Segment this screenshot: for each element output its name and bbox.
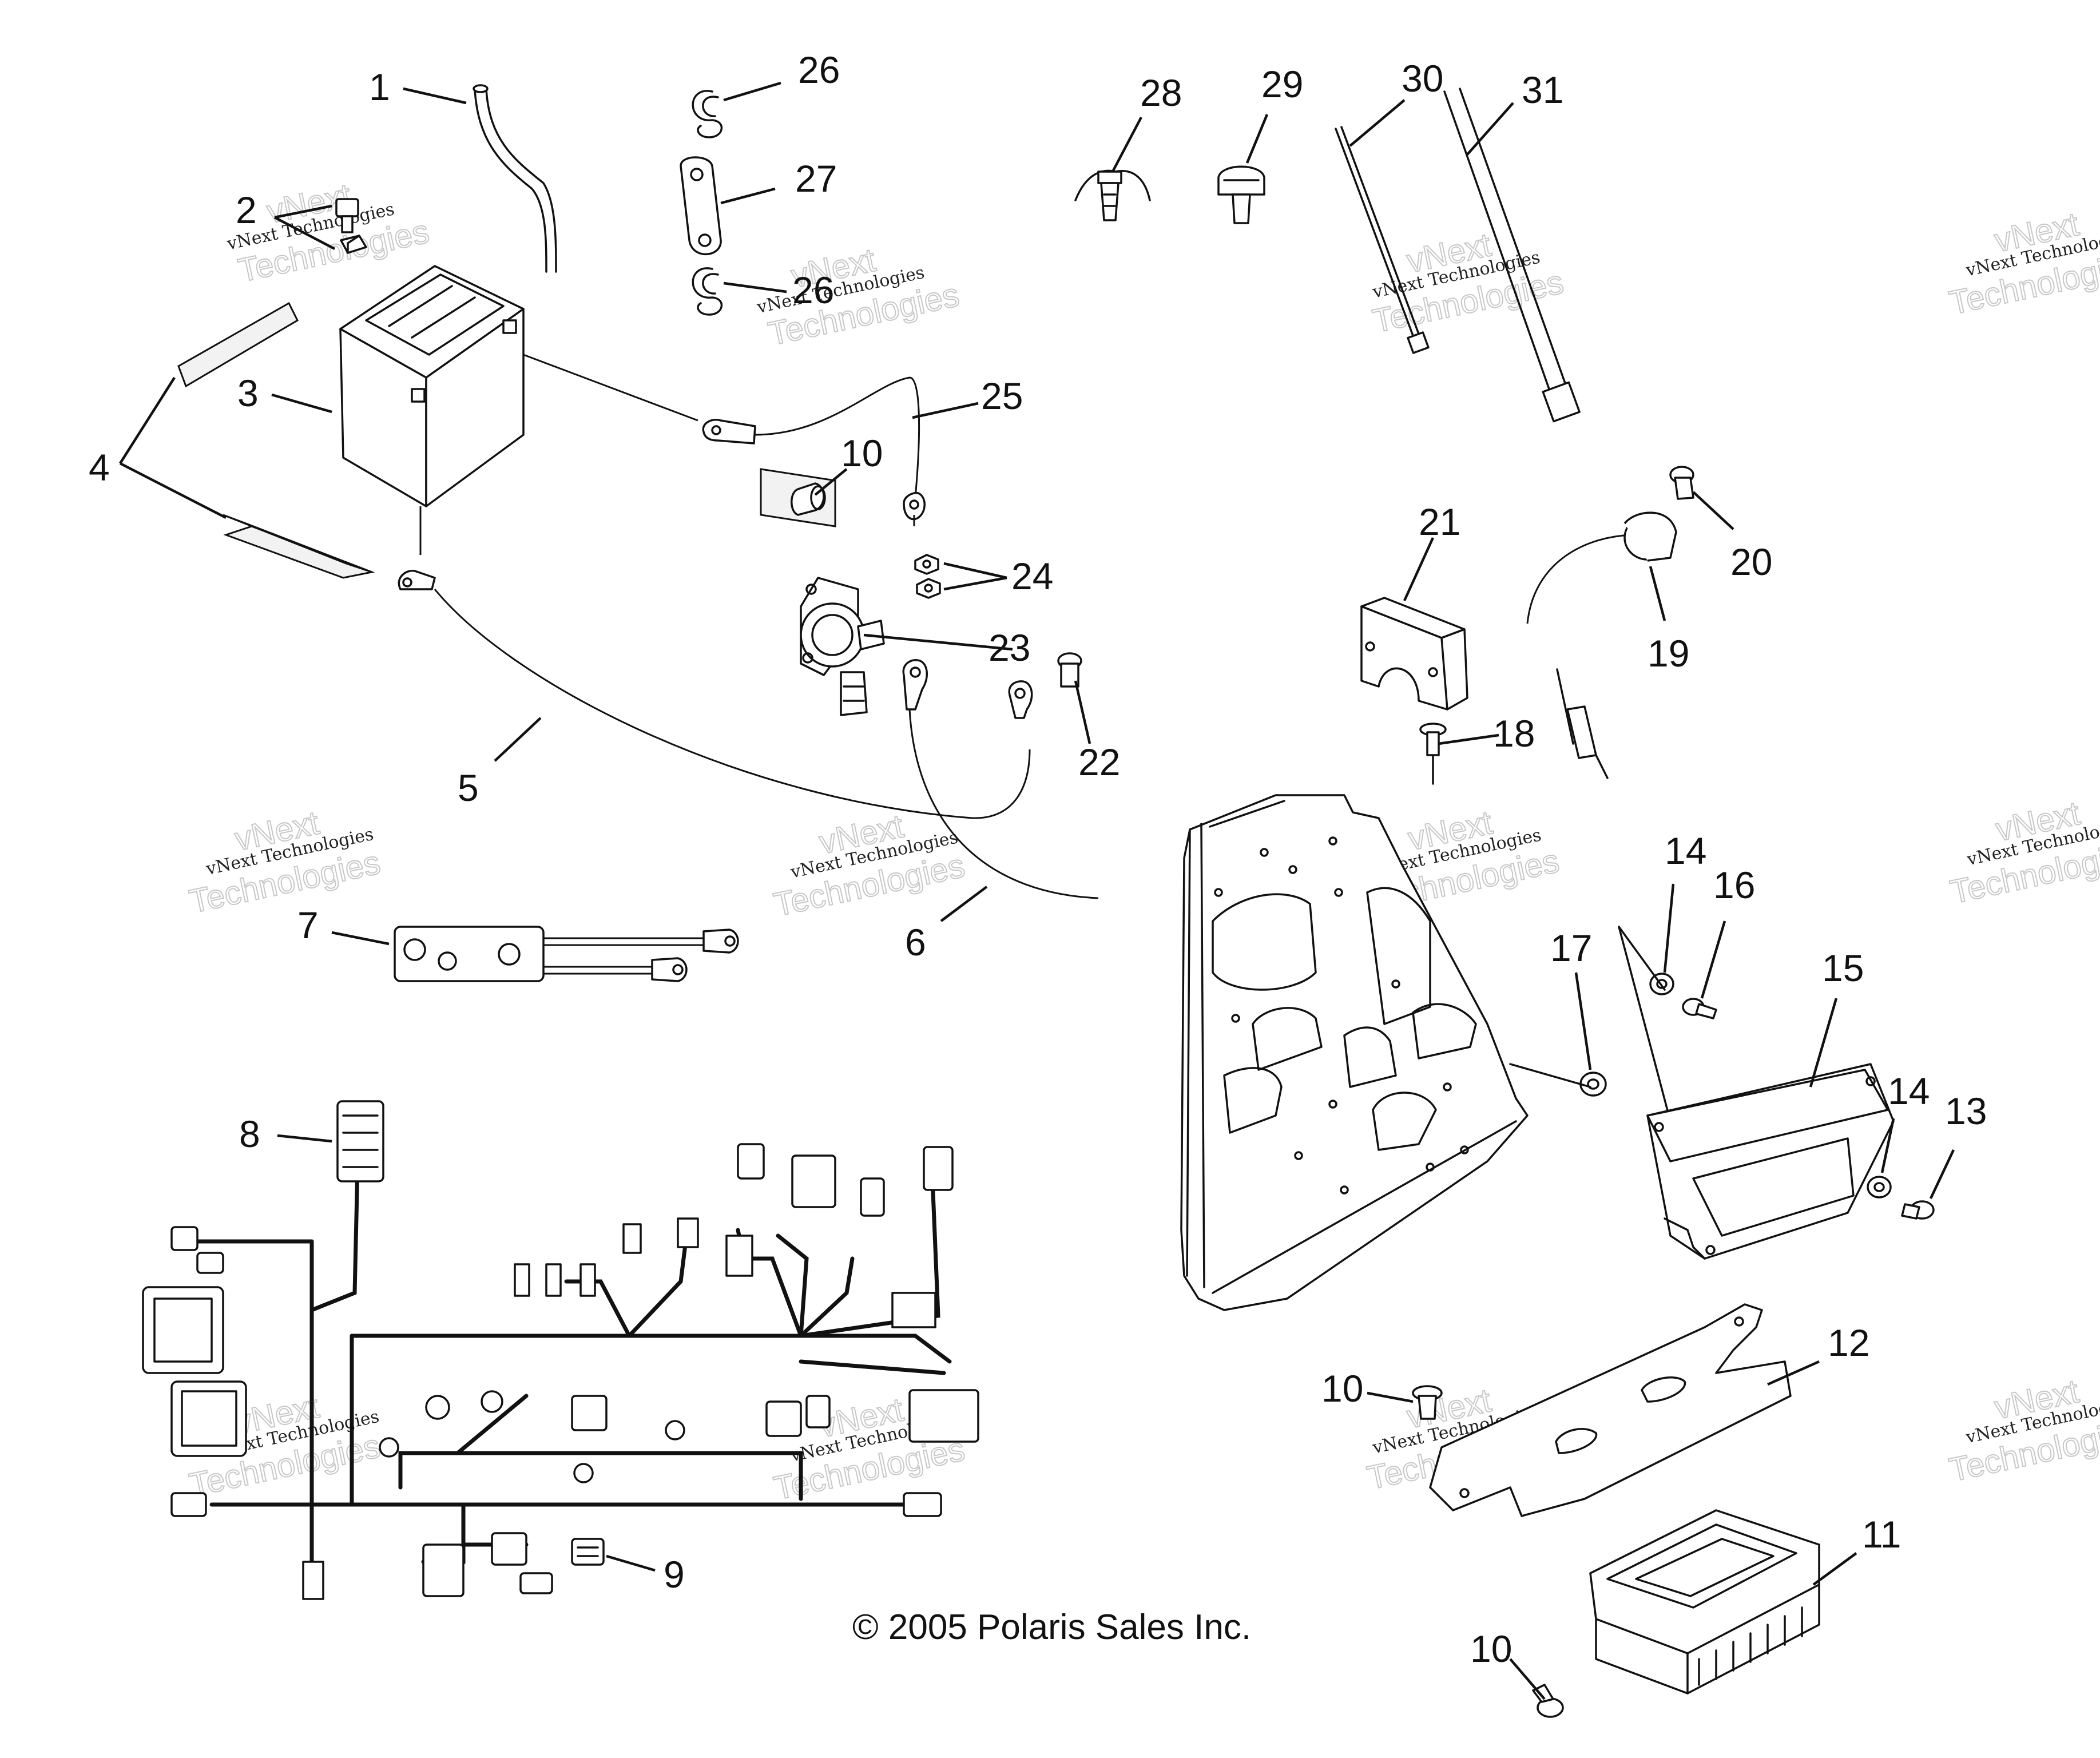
- callout-30: 30: [1402, 57, 1443, 100]
- callout-29: 29: [1261, 63, 1303, 105]
- callout-5: 5: [458, 767, 479, 809]
- guide-line-3: [1509, 1063, 1591, 1088]
- part-11-housing: [1589, 1509, 1820, 1694]
- callout-7: 7: [297, 904, 319, 946]
- callout-11: 11: [1862, 1513, 1901, 1555]
- callout-6: 6: [905, 921, 926, 963]
- callout-16: 16: [1713, 864, 1755, 906]
- part-2-terminal-bolt: [335, 198, 367, 254]
- part-31-cable-tie-thick: [1443, 88, 1581, 423]
- part-7-cable-bracket: [394, 926, 739, 982]
- callout-19: 19: [1648, 632, 1689, 674]
- guide-line-1: [1618, 926, 1666, 991]
- callout-13: 13: [1945, 1090, 1987, 1132]
- callout-20: 20: [1730, 541, 1772, 583]
- callout-15: 15: [1822, 947, 1864, 989]
- part-23-solenoid: [800, 577, 885, 716]
- guide-line-2: [1618, 926, 1672, 1122]
- part-14-washer-upper: [1649, 973, 1674, 995]
- callout-14-lower: 14: [1888, 1070, 1930, 1112]
- callout-23: 23: [989, 626, 1030, 669]
- callout-28: 28: [1140, 72, 1182, 114]
- callout-8: 8: [239, 1113, 260, 1155]
- part-10-bolt-middle: [1412, 1385, 1443, 1420]
- callout-1: 1: [369, 66, 390, 108]
- callout-21: 21: [1419, 501, 1460, 543]
- part-12-mounting-plate: [1429, 1303, 1792, 1517]
- part-28-push-clip: [1074, 169, 1151, 221]
- callout-12: 12: [1828, 1322, 1869, 1364]
- part-10-bushing-upper: [760, 468, 836, 527]
- callout-26-upper: 26: [798, 49, 840, 91]
- part-9-connector: [571, 1538, 605, 1566]
- part-22-screw: [1057, 652, 1082, 688]
- callout-24: 24: [1011, 555, 1053, 597]
- callout-18: 18: [1493, 712, 1535, 755]
- part-3-battery: [339, 265, 525, 507]
- part-14-washer-lower: [1867, 1176, 1892, 1199]
- callout-3: 3: [237, 372, 259, 414]
- part-29-cable-clip: [1217, 165, 1265, 224]
- part-8-wiring-harness: [142, 1100, 979, 1600]
- callout-22: 22: [1078, 741, 1120, 783]
- part-20-screw: [1669, 466, 1694, 500]
- part-25-positive-cable: [523, 354, 926, 526]
- part-13-screw: [1901, 1200, 1935, 1220]
- copyright-text: © 2005 Polaris Sales Inc.: [852, 1608, 1251, 1647]
- part-6-cable: [908, 709, 1099, 899]
- part-15-ecu-module: [1646, 1063, 1895, 1260]
- part-1-vent-tube: [473, 84, 557, 273]
- part-26-clip-lower: [692, 267, 723, 316]
- part-19-sensor: [1526, 511, 1677, 779]
- callout-26-lower: 26: [792, 269, 834, 311]
- callout-10-lower: 10: [1470, 1628, 1512, 1670]
- part-16-screw: [1682, 998, 1717, 1019]
- callout-31: 31: [1522, 69, 1563, 111]
- part-26-clip-upper: [692, 90, 723, 138]
- callout-4: 4: [89, 446, 110, 489]
- mounting-panel: [1180, 794, 1529, 1311]
- part-21-bracket: [1360, 597, 1468, 711]
- part-30-cable-tie-thin: [1335, 126, 1430, 354]
- callout-14-upper: 14: [1665, 830, 1706, 872]
- callout-10-upper: 10: [841, 432, 883, 474]
- callout-17: 17: [1550, 927, 1592, 969]
- part-17-grommet: [1579, 1072, 1607, 1097]
- part-4-decals: [177, 301, 375, 579]
- callout-9: 9: [664, 1553, 685, 1596]
- part-24-nuts: [914, 554, 941, 599]
- callout-2: 2: [236, 189, 257, 231]
- leader-lines: [119, 81, 1955, 1700]
- callout-10-middle: 10: [1321, 1367, 1363, 1410]
- part-5-negative-cable: [398, 506, 1031, 819]
- callout-labels: 1 2 3 4 5 6 7 8 9 10 10 10 11 12 13 14 1…: [89, 49, 1987, 1670]
- callout-27: 27: [795, 157, 837, 200]
- callout-25: 25: [981, 375, 1023, 417]
- part-18-rivet: [1419, 723, 1447, 785]
- part-10-screw-lower: [1532, 1684, 1564, 1718]
- part-27-bracket: [680, 156, 722, 256]
- ring-terminals: [902, 659, 1033, 719]
